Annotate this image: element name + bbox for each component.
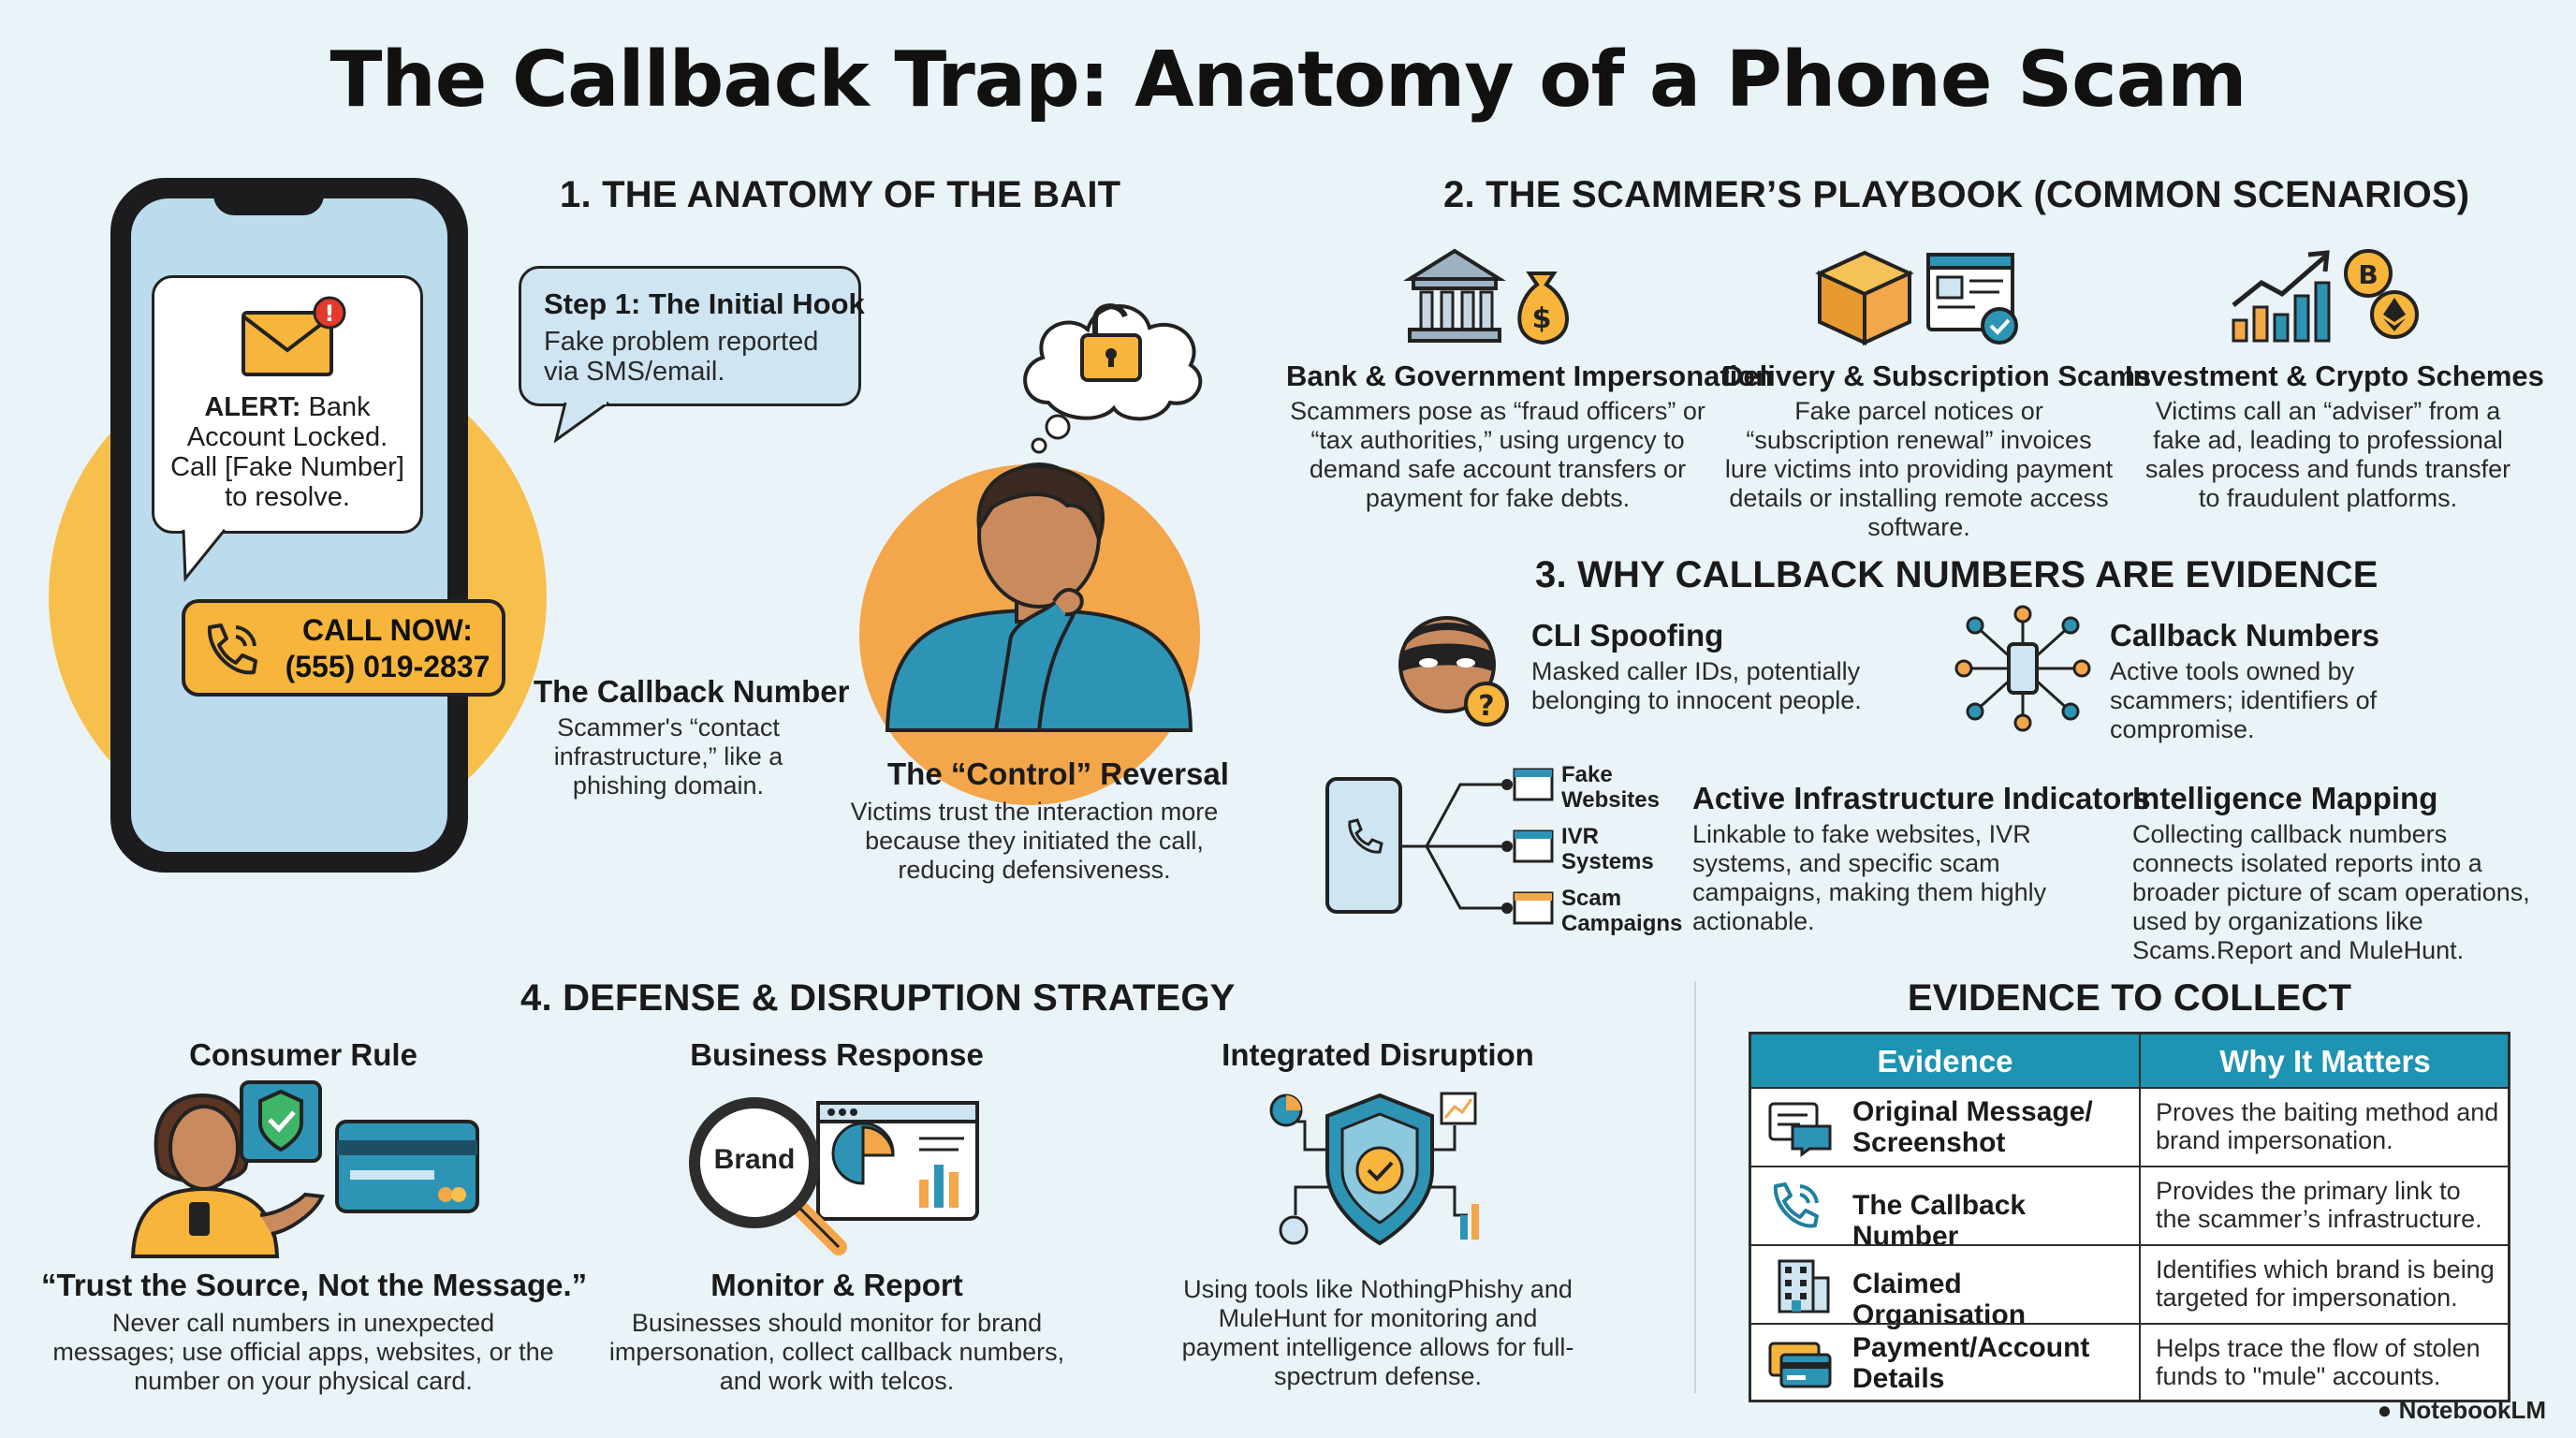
tree-label-scam-campaigns: Scam Campaigns	[1561, 886, 1683, 936]
scenario-delivery-text: Fake parcel notices or “subscription ren…	[1724, 397, 2114, 541]
sms-bubble-tail	[182, 526, 227, 583]
masked-caller-icon: ?	[1398, 616, 1509, 726]
brand-label: NotebookLM	[2398, 1396, 2546, 1424]
consumer-rule-text: Never call numbers in unexpected message…	[52, 1309, 554, 1395]
svg-text:!: !	[325, 301, 335, 327]
initial-hook-bubble: Step 1: The Initial Hook Fake problem re…	[519, 266, 865, 406]
evidence-why: Provides the primary link to the scammer…	[2156, 1177, 2482, 1233]
table-row: Payment/Account Details Helps trace the …	[1751, 1323, 2508, 1401]
consumer-rule-title: “Trust the Source, Not the Message.”	[41, 1268, 588, 1302]
payment-cards-icon	[1768, 1342, 1832, 1388]
integrated-disruption-text: Using tools like NothingPhishy and MuleH…	[1181, 1275, 1574, 1390]
phone-network-icon	[1954, 605, 2091, 732]
investment-crypto-icon: B	[2232, 249, 2419, 343]
evidence-table-header: Evidence Why It Matters	[1751, 1034, 2508, 1087]
scenario-bank-title: Bank & Government Impersonation	[1286, 360, 1774, 392]
infrastructure-tree-diagram	[1325, 777, 1513, 914]
section1-heading: 1. THE ANATOMY OF THE BAIT	[560, 174, 1121, 215]
table-row: Original Message/ Screenshot Proves the …	[1751, 1087, 2508, 1166]
integrated-disruption-heading: Integrated Disruption	[1222, 1037, 1534, 1072]
intelligence-mapping-text: Collecting callback numbers connects iso…	[2132, 820, 2530, 964]
initial-hook-text: Fake problem reported via SMS/email.	[544, 327, 819, 387]
tree-node-icons	[1513, 768, 1554, 925]
sms-alert-label: ALERT:	[204, 392, 301, 422]
unlocked-padlock-icon	[1080, 303, 1142, 382]
section3-heading: 3. WHY CALLBACK NUMBERS ARE EVIDENCE	[1535, 554, 2378, 595]
fake-phone-number: (555) 019-2837	[285, 650, 490, 683]
control-reversal-text: Victims trust the interaction more becau…	[850, 798, 1219, 884]
evidence-name: The Callback Number	[1852, 1190, 2027, 1252]
evidence-why: Helps trace the flow of stolen funds to …	[2156, 1334, 2481, 1390]
phone-ringing-icon	[207, 624, 257, 675]
section2-heading: 2. THE SCAMMER’S PLAYBOOK (COMMON SCENAR…	[1443, 174, 2470, 215]
evidence-why: Identifies which brand is being targeted…	[2156, 1255, 2495, 1312]
table-row: The Callback Number Provides the primary…	[1751, 1166, 2508, 1252]
call-now-badge: CALL NOW: (555) 019-2837	[182, 599, 505, 697]
monitor-report-text: Businesses should monitor for brand impe…	[608, 1309, 1065, 1395]
initial-hook-title: Step 1: The Initial Hook	[544, 287, 865, 320]
notebooklm-brand: ● NotebookLM	[2378, 1396, 2546, 1425]
sms-alert-text: Bank Account Locked. Call [Fake Number] …	[170, 392, 404, 512]
svg-text:B: B	[2358, 259, 2378, 290]
cli-spoofing-title: CLI Spoofing	[1531, 618, 1724, 653]
section-divider	[1694, 981, 1696, 1393]
active-indicators-title: Active Infrastructure Indicators	[1692, 781, 2151, 815]
thinking-person-illustration	[885, 462, 1193, 732]
monitor-report-title: Monitor & Report	[710, 1268, 963, 1302]
evidence-col-header: Evidence	[1877, 1044, 2013, 1078]
brand-monitoring-illustration	[689, 1097, 979, 1255]
table-row: Claimed Organisation Identifies which br…	[1751, 1244, 2508, 1330]
business-response-heading: Business Response	[690, 1037, 984, 1072]
svg-text:$: $	[1532, 302, 1552, 335]
brand-magnifier-label: Brand	[713, 1144, 796, 1175]
cli-spoofing-text: Masked caller IDs, potentially belonging…	[1531, 657, 1862, 714]
evidence-heading: EVIDENCE TO COLLECT	[1907, 977, 2352, 1019]
intelligence-mapping-title: Intelligence Mapping	[2132, 781, 2438, 815]
chat-screenshot-icon	[1768, 1102, 1832, 1157]
tree-label-fake-websites: Fake Websites	[1561, 762, 1660, 813]
svg-text:?: ?	[1478, 690, 1494, 723]
scenario-delivery-title: Delivery & Subscription Scams	[1722, 360, 2152, 392]
callback-number-title: The Callback Number	[534, 674, 850, 709]
consumer-illustration	[130, 1080, 479, 1258]
callback-numbers-title: Callback Numbers	[2110, 618, 2379, 653]
page-title: The Callback Trap: Anatomy of a Phone Sc…	[329, 36, 2247, 125]
evidence-name: Claimed Organisation	[1852, 1269, 2027, 1330]
tree-label-ivr-systems: IVR Systems	[1561, 824, 1654, 874]
notebooklm-logo-icon: ●	[2377, 1396, 2393, 1424]
scenario-bank-text: Scammers pose as “fraud officers” or “ta…	[1290, 397, 1705, 512]
building-icon	[1778, 1259, 1830, 1313]
evidence-name: Original Message/ Screenshot	[1852, 1096, 2093, 1158]
envelope-alert-icon: !	[242, 296, 346, 376]
parcel-invoice-icon	[1815, 250, 2018, 346]
bank-money-bag-icon: $	[1403, 248, 1569, 345]
callback-numbers-text: Active tools owned by scammers; identifi…	[2110, 657, 2378, 743]
scenario-investment-text: Victims call an “adviser” from a fake ad…	[2144, 397, 2511, 512]
why-it-matters-col-header: Why It Matters	[2219, 1044, 2431, 1078]
phone-ringing-icon	[1773, 1182, 1819, 1228]
section4-heading: 4. DEFENSE & DISRUPTION STRATEGY	[520, 977, 1236, 1019]
control-reversal-title: The “Control” Reversal	[887, 756, 1229, 791]
call-now-label: CALL NOW:	[302, 613, 473, 647]
evidence-why: Proves the baiting method and brand impe…	[2156, 1098, 2499, 1154]
active-indicators-text: Linkable to fake websites, IVR systems, …	[1692, 820, 2047, 935]
hook-bubble-tail	[553, 399, 609, 444]
callback-number-text: Scammer's “contact infrastructure,” like…	[553, 713, 783, 800]
evidence-table: Evidence Why It Matters Original Message…	[1749, 1032, 2510, 1402]
consumer-rule-heading: Consumer Rule	[189, 1037, 417, 1072]
shield-network-illustration	[1269, 1092, 1479, 1246]
scenario-investment-title: Investment & Crypto Schemes	[2125, 360, 2544, 392]
evidence-name: Payment/Account Details	[1852, 1332, 2090, 1394]
